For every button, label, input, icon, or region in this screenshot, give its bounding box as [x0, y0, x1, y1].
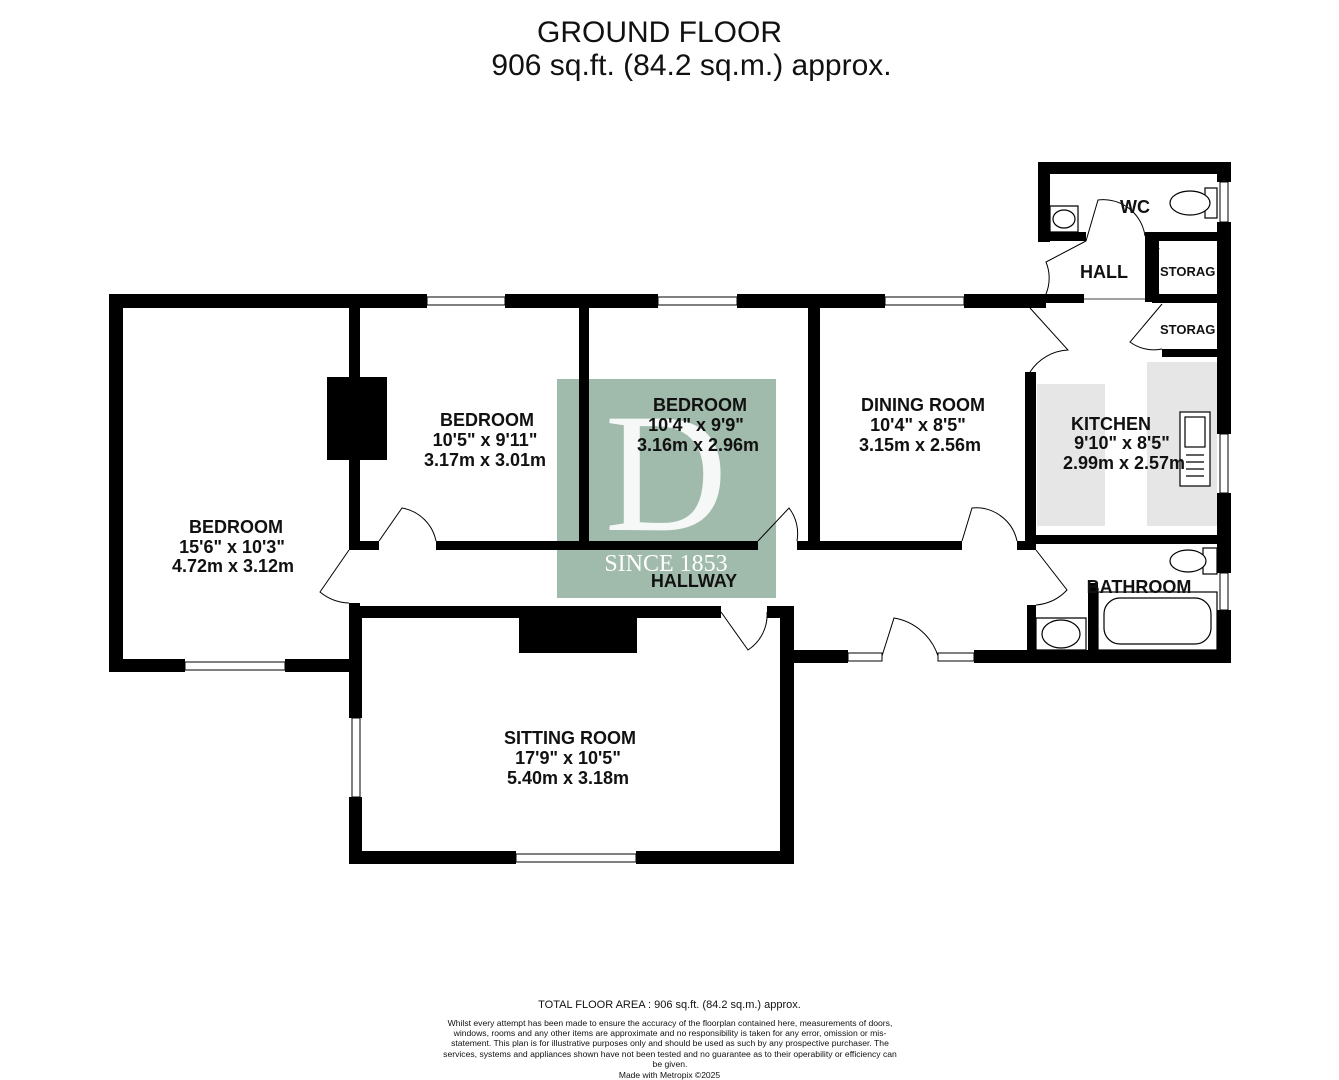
room-name-hallway: HALLWAY [651, 571, 737, 591]
floor-area: 906 sq.ft. (84.2 sq.m.) approx. [491, 49, 892, 82]
wc-basin-icon [1049, 205, 1079, 233]
door [319, 549, 350, 604]
room-size-metric-bedroom-left: 4.72m x 3.12m [172, 556, 294, 576]
window [1219, 572, 1229, 611]
window [426, 296, 506, 306]
room-name-storage-1: STORAG [1160, 264, 1215, 279]
doors [319, 199, 1163, 657]
bathtub-icon [1097, 591, 1218, 651]
fixtures [1035, 187, 1218, 651]
door [1029, 307, 1070, 373]
door [757, 507, 799, 542]
door [881, 617, 939, 657]
windows [184, 181, 1229, 863]
logo-text: SINCE 1853 [604, 551, 727, 577]
window [884, 296, 965, 306]
bath-basin-icon [1035, 617, 1087, 651]
room-name-hall: HALL [1080, 262, 1128, 282]
logo-letter: D [605, 379, 728, 567]
logo-watermark: D SINCE 1853 [557, 379, 776, 598]
window [1219, 181, 1229, 223]
window [351, 717, 361, 798]
room-size-imperial-bedroom-mid2: 10'4" x 9'9" [648, 415, 744, 435]
window [847, 652, 883, 662]
room-name-kitchen: KITCHEN [1071, 414, 1151, 434]
disclaimer: Whilst every attempt has been made to en… [443, 1018, 897, 1069]
room-size-metric-kitchen: 2.99m x 2.57m [1063, 453, 1185, 473]
door [1045, 240, 1087, 295]
room-size-imperial-bedroom-left: 15'6" x 10'3" [179, 537, 285, 557]
room-size-metric-sitting: 5.40m x 3.18m [507, 768, 629, 788]
room-name-wc: WC [1120, 197, 1150, 217]
window [515, 853, 637, 863]
room-name-sitting: SITTING ROOM [504, 728, 636, 748]
bath-toilet-icon [1169, 547, 1218, 575]
room-name-storage-2: STORAG [1160, 322, 1215, 337]
window [1219, 433, 1229, 494]
window [184, 661, 286, 671]
logo-box [557, 379, 776, 598]
room-size-imperial-dining: 10'4" x 8'5" [870, 415, 966, 435]
room-size-metric-bedroom-mid2: 3.16m x 2.96m [637, 435, 759, 455]
floor-title: GROUND FLOOR [536, 16, 782, 49]
door [378, 507, 437, 542]
door [1147, 247, 1160, 295]
room-size-imperial-sitting: 17'9" x 10'5" [515, 748, 621, 768]
room-size-metric-dining: 3.15m x 2.56m [859, 435, 981, 455]
room-name-dining: DINING ROOM [861, 395, 985, 415]
door [720, 611, 768, 651]
door [1085, 199, 1146, 242]
wc-toilet-icon [1169, 187, 1218, 219]
kitchen-sink-icon [1179, 411, 1211, 487]
storage-labels: STORAG STORAG [1160, 264, 1215, 337]
made-with: Made with Metropix ©2025 [618, 1070, 721, 1080]
room-size-imperial-kitchen: 9'10" x 8'5" [1074, 433, 1170, 453]
room-labels: BEDROOM 15'6" x 10'3" 4.72m x 3.12m BEDR… [172, 197, 1191, 788]
walls [109, 162, 1231, 864]
window [657, 296, 738, 306]
door [1035, 549, 1068, 606]
door [1129, 303, 1163, 351]
room-name-bedroom-mid2: BEDROOM [653, 395, 747, 415]
window [937, 652, 975, 662]
total-floor-area: TOTAL FLOOR AREA : 906 sq.ft. (84.2 sq.m… [538, 999, 801, 1011]
door [961, 507, 1018, 542]
room-name-bathroom: BATHROOM [1087, 577, 1192, 597]
room-name-bedroom-left: BEDROOM [189, 517, 283, 537]
room-size-metric-bedroom-mid1: 3.17m x 3.01m [424, 450, 546, 470]
room-size-imperial-bedroom-mid1: 10'5" x 9'11" [433, 430, 538, 450]
room-name-bedroom-mid1: BEDROOM [440, 410, 534, 430]
